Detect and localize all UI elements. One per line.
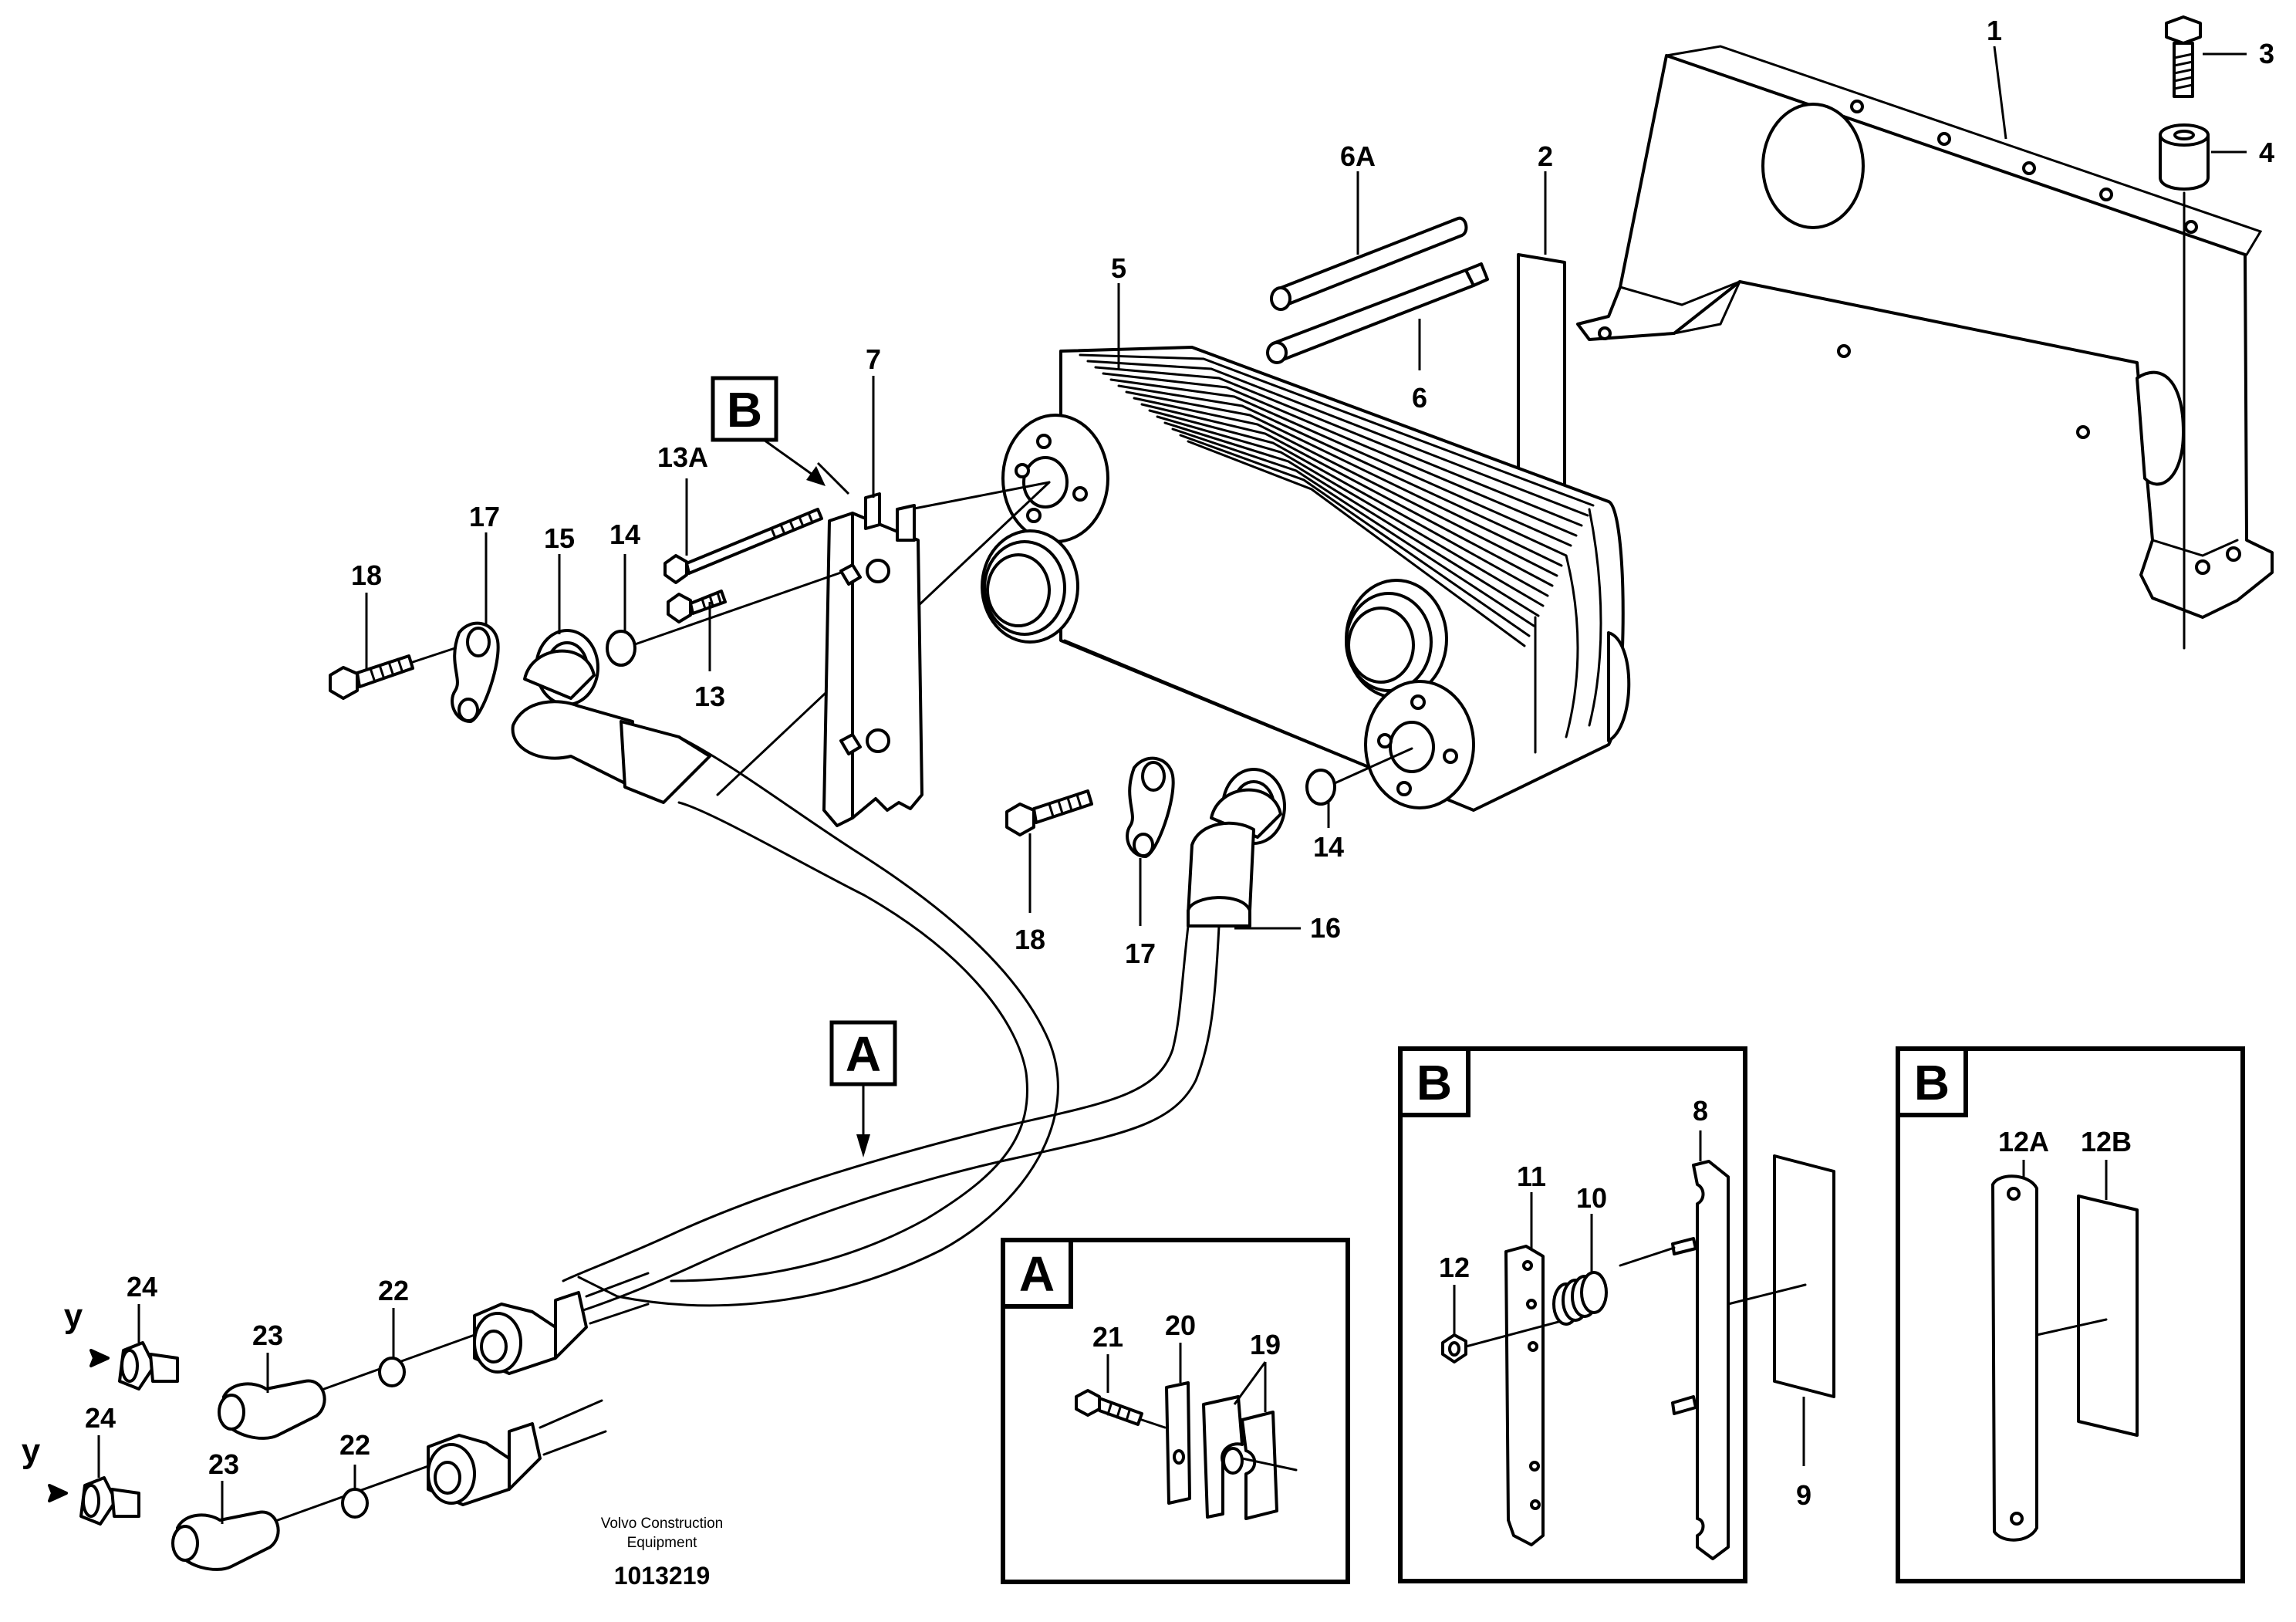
clamp-half-17-right	[1126, 756, 1175, 858]
bar-11	[1504, 1245, 1545, 1546]
callout-b: B	[711, 376, 826, 486]
label-5: 5	[1111, 252, 1126, 284]
label-22-upper: 22	[378, 1275, 409, 1306]
svg-text:A: A	[1019, 1246, 1055, 1302]
clamp-plate-7	[822, 492, 923, 827]
bolt-3	[2165, 15, 2202, 98]
detail-a: A 21 20 19	[1001, 1238, 1350, 1584]
label-24-upper: 24	[127, 1271, 157, 1303]
label-6: 6	[1412, 382, 1427, 414]
bolt-13	[667, 590, 727, 623]
label-y-upper: y	[64, 1297, 83, 1335]
fitting-set-upper	[473, 1272, 650, 1375]
label-11: 11	[1517, 1161, 1546, 1192]
flange-15	[523, 629, 599, 706]
detail-b-spring-mount: B 11	[1398, 1046, 1835, 1583]
o-ring-22-lower	[341, 1488, 369, 1519]
leader-lines	[97, 46, 2247, 1524]
svg-text:B: B	[1914, 1055, 1950, 1110]
plate-20	[1165, 1381, 1191, 1505]
clamp-half-17-left	[451, 621, 500, 723]
elbow-23-upper	[218, 1379, 326, 1440]
label-17-left: 17	[469, 501, 500, 532]
screw-18-right	[1005, 789, 1093, 836]
label-18-left: 18	[351, 559, 382, 591]
label-18-right: 18	[1015, 924, 1045, 955]
label-14-left: 14	[609, 519, 640, 550]
label-1: 1	[1987, 15, 2002, 46]
hose-16	[562, 821, 1255, 1313]
o-ring-22-upper	[378, 1357, 406, 1387]
label-13a: 13A	[657, 441, 708, 473]
label-6a: 6A	[1340, 140, 1376, 172]
label-8: 8	[1693, 1095, 1708, 1127]
label-21: 21	[1092, 1321, 1123, 1353]
label-20: 20	[1165, 1309, 1196, 1341]
clamp-19	[1202, 1395, 1278, 1520]
label-12a: 12A	[1998, 1126, 2049, 1157]
footer-credit: Volvo Construction Equipment 1013219	[601, 1516, 723, 1590]
spring-10	[1552, 1271, 1608, 1326]
label-23-lower: 23	[208, 1448, 239, 1480]
screw-18-left	[329, 654, 414, 700]
bolt-13a	[663, 508, 823, 584]
label-10: 10	[1576, 1182, 1607, 1214]
o-ring-14-right	[1305, 769, 1336, 806]
nut-12	[1441, 1333, 1467, 1363]
label-14-right: 14	[1313, 831, 1344, 863]
svg-text:A: A	[846, 1026, 881, 1082]
label-17-right: 17	[1125, 938, 1156, 969]
pad-9	[1773, 1154, 1835, 1398]
label-9: 9	[1796, 1479, 1811, 1511]
y-arrow-upper	[89, 1349, 110, 1367]
adapter-24-lower	[79, 1476, 140, 1526]
plate-12b	[2077, 1195, 2139, 1437]
o-ring-14-left	[606, 630, 636, 667]
detail-b-plates: B 12A 12B	[1896, 1046, 2245, 1583]
label-3: 3	[2259, 38, 2274, 69]
label-19: 19	[1250, 1329, 1281, 1360]
oil-cooler-5	[981, 346, 1631, 812]
callout-a: A	[829, 1020, 897, 1157]
svg-text:1013219: 1013219	[614, 1562, 711, 1590]
label-12: 12	[1439, 1252, 1470, 1283]
rod-6	[1266, 262, 1489, 364]
mounting-bracket	[1576, 45, 2274, 619]
svg-text:Volvo Construction: Volvo Construction	[601, 1516, 723, 1532]
elbow-23-lower	[171, 1510, 280, 1571]
label-13: 13	[694, 681, 725, 712]
adapter-24-upper	[118, 1341, 179, 1391]
plate-12a	[1991, 1174, 2038, 1542]
plate-8	[1619, 1160, 1730, 1560]
svg-text:B: B	[727, 382, 762, 438]
part-labels: 1 3 4 2 6A 6 5 7 13A 13 14 15 17 18 14 1…	[22, 15, 2274, 1480]
svg-text:Equipment: Equipment	[627, 1535, 698, 1551]
y-arrow-lower	[48, 1484, 68, 1502]
label-4: 4	[2259, 137, 2274, 168]
screw-21	[1075, 1389, 1143, 1426]
plate-2	[1517, 253, 1566, 491]
label-16: 16	[1310, 912, 1341, 944]
label-22-lower: 22	[339, 1429, 370, 1461]
label-7: 7	[866, 343, 881, 375]
label-24-lower: 24	[85, 1402, 116, 1434]
label-2: 2	[1538, 140, 1553, 172]
label-12b: 12B	[2081, 1126, 2132, 1157]
label-y-lower: y	[22, 1432, 41, 1470]
svg-text:B: B	[1416, 1055, 1452, 1110]
label-15: 15	[544, 522, 575, 554]
hose-upper	[511, 700, 1059, 1307]
rod-6a	[1270, 216, 1468, 311]
label-23-upper: 23	[252, 1320, 283, 1351]
fitting-set-lower	[427, 1399, 607, 1506]
spacer-4	[2159, 123, 2210, 191]
